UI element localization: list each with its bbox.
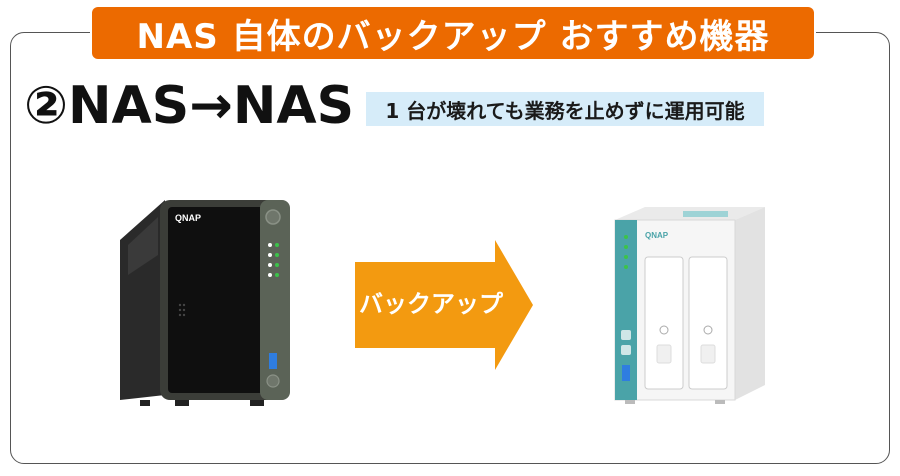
target-nas-device: QNAP <box>614 207 765 404</box>
backup-arrow: バックアップ <box>355 240 535 370</box>
section-subtitle: 1 台が壊れても業務を止めずに運用可能 <box>366 92 764 126</box>
section-heading: ②NAS→NAS <box>24 76 355 136</box>
target-brand-label: QNAP <box>645 231 669 240</box>
arrow-icon <box>355 240 533 370</box>
subtitle-text: 1 台が壊れても業務を止めずに運用可能 <box>385 98 745 123</box>
source-brand-label: QNAP <box>175 213 201 223</box>
source-nas-device: QNAP <box>120 200 290 406</box>
page-title-banner: NAS 自体のバックアップ おすすめ機器 <box>92 7 814 59</box>
page-title: NAS 自体のバックアップ おすすめ機器 <box>136 16 770 57</box>
arrow-label: バックアップ <box>359 290 503 318</box>
